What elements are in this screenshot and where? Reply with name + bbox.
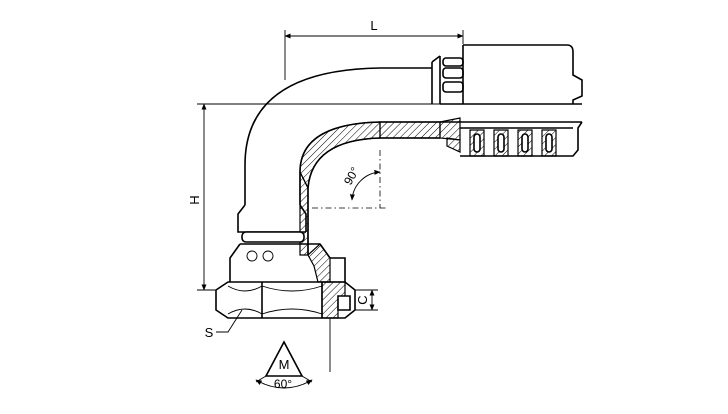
hex-size: S xyxy=(205,309,243,340)
dimension-l: L xyxy=(284,18,464,80)
ferrule-socket xyxy=(431,44,583,157)
socket-serrations xyxy=(460,127,573,157)
height-label: H xyxy=(187,195,202,204)
hex-size-label: S xyxy=(205,325,214,340)
dimension-c: C xyxy=(355,289,378,311)
dimension-h: H xyxy=(187,103,580,291)
length-label: L xyxy=(370,18,377,33)
bend-angle-label: 90° xyxy=(341,164,362,187)
swivel-nut xyxy=(215,204,356,319)
thread-angle-label: 60° xyxy=(274,377,292,391)
elbow-body xyxy=(244,67,441,256)
thread-symbol: M 60° xyxy=(255,318,331,391)
thread-type-label: M xyxy=(279,357,290,372)
bend-angle: 90° xyxy=(341,164,381,201)
nut-height-label: C xyxy=(355,295,370,304)
